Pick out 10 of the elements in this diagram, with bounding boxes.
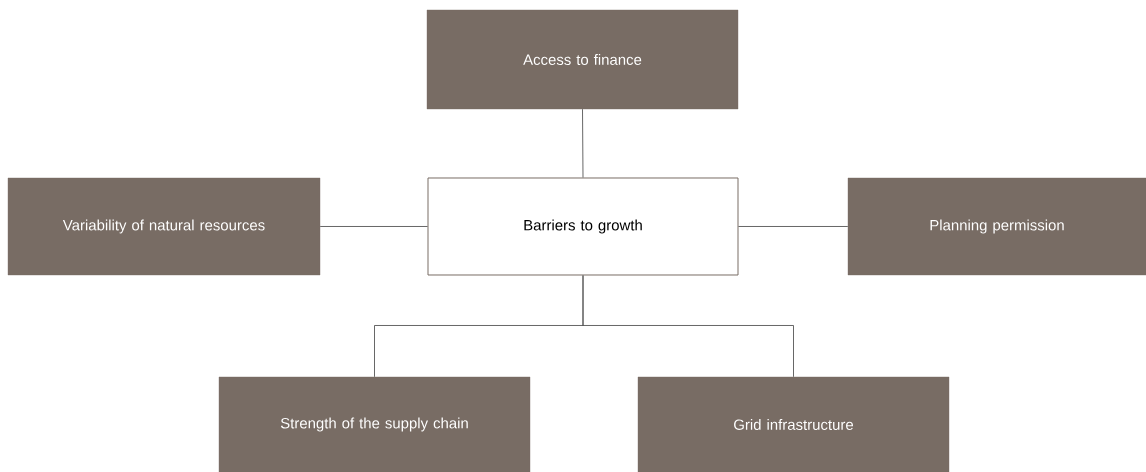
category-box: Planning permission bbox=[847, 177, 1146, 276]
category-box: Access to finance bbox=[426, 9, 739, 110]
connector-line bbox=[738, 226, 849, 227]
connector-line bbox=[582, 108, 584, 178]
category-box: Grid infrastructure bbox=[637, 376, 950, 472]
connector-line bbox=[319, 226, 428, 227]
connector-line bbox=[582, 275, 794, 378]
central-box: Barriers to growth bbox=[427, 177, 739, 276]
category-box: Strength of the supply chain bbox=[218, 376, 531, 472]
category-box: Variability of natural resources bbox=[7, 177, 321, 276]
